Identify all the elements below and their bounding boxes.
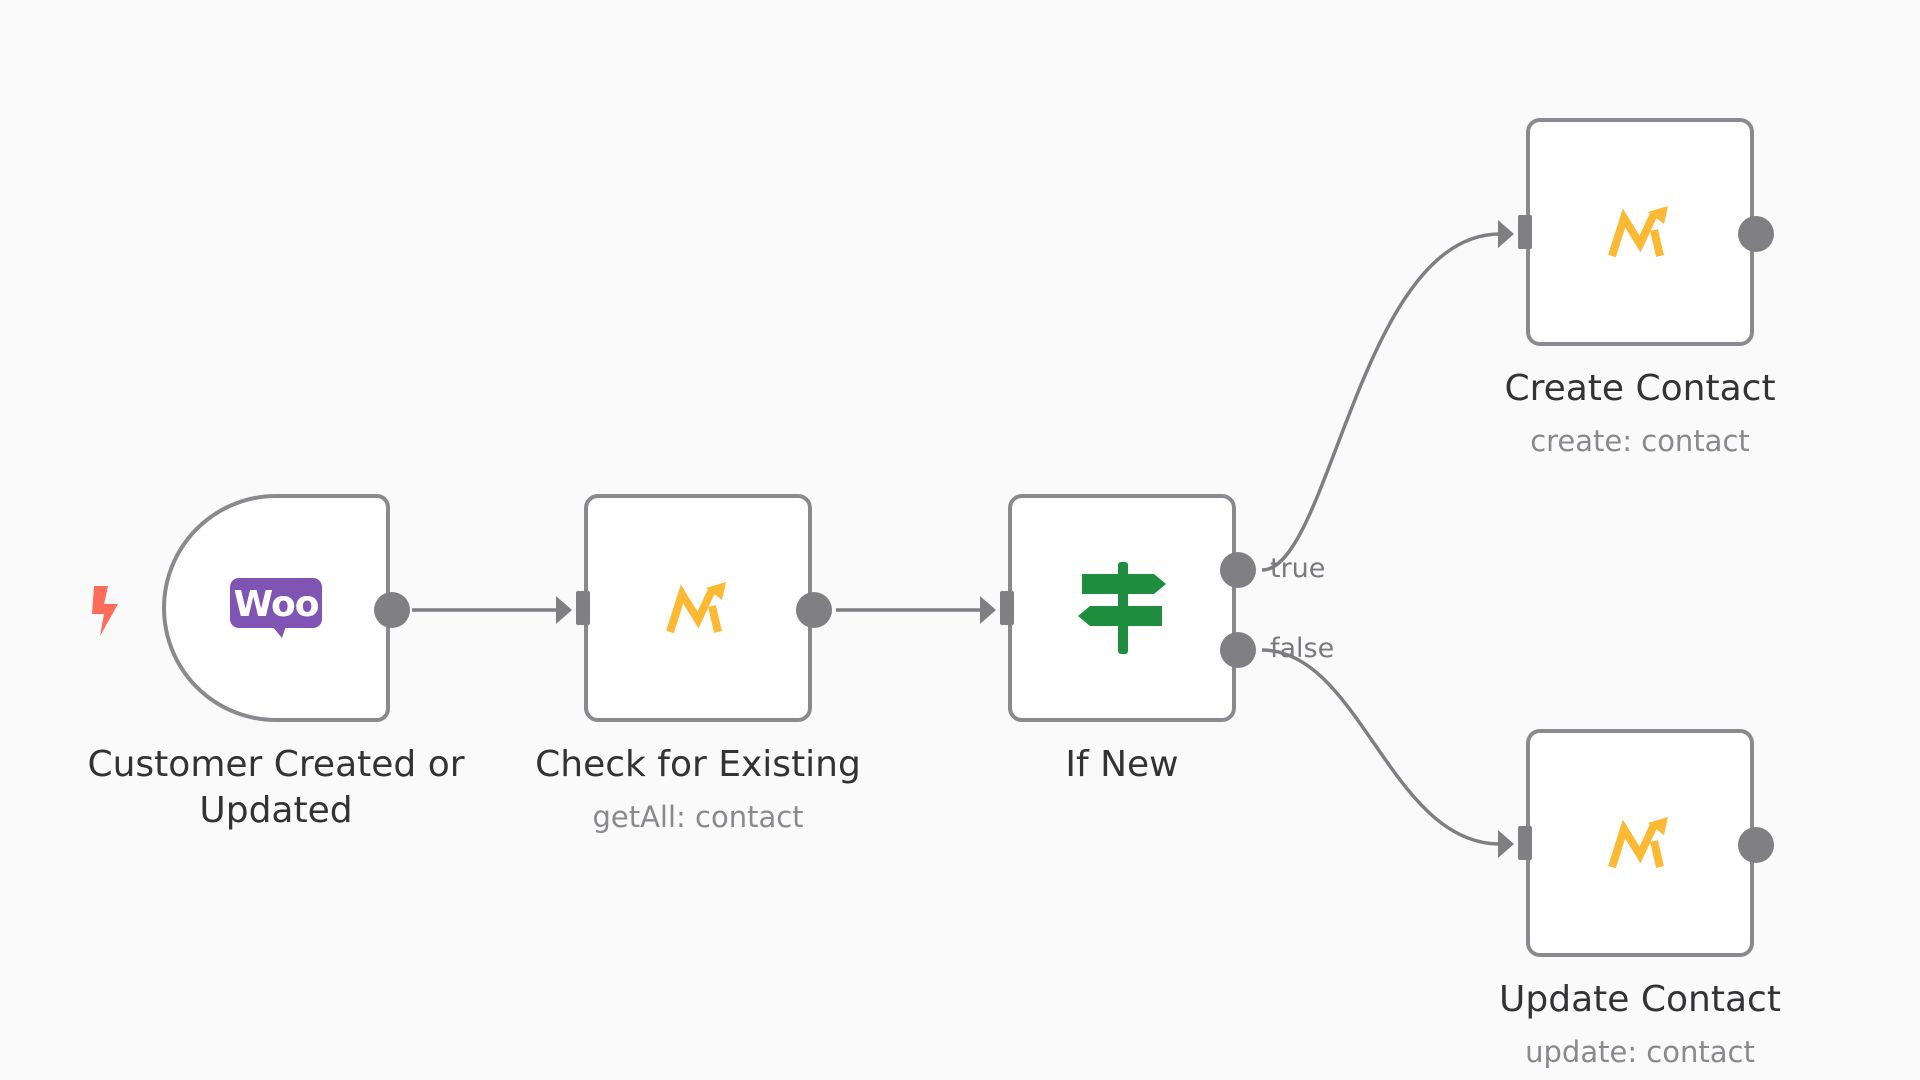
node-check-existing[interactable]: [576, 494, 832, 722]
input-port[interactable]: [1518, 215, 1532, 249]
mautic-logo: [1608, 206, 1668, 258]
node-title-create-contact: Create Contact: [1504, 368, 1776, 409]
woocommerce-logo-text: Woo: [234, 584, 319, 625]
output-port[interactable]: [796, 592, 832, 628]
node-title-customer-created: Customer Created or Updated: [87, 744, 465, 831]
input-port[interactable]: [1518, 826, 1532, 860]
node-title-update-contact: Update Contact: [1499, 979, 1781, 1020]
node-update-contact[interactable]: [1518, 729, 1774, 957]
mautic-logo: [666, 582, 726, 634]
branch-label-true: true: [1270, 553, 1326, 584]
output-port[interactable]: [1738, 216, 1774, 252]
node-title-if-new: If New: [1065, 744, 1179, 785]
output-port-false[interactable]: [1220, 632, 1256, 668]
node-title-check-existing: Check for Existing: [535, 744, 861, 785]
input-port[interactable]: [1000, 591, 1014, 625]
mautic-logo: [1608, 817, 1668, 869]
connection-true-to-create[interactable]: [1261, 232, 1501, 572]
signpost-icon: [1078, 562, 1166, 654]
output-port[interactable]: [374, 592, 410, 628]
arrow-check-input: [556, 596, 572, 624]
arrow-ifnew-input: [980, 596, 996, 624]
output-port-true[interactable]: [1220, 552, 1256, 588]
node-subtitle-create-contact: create: contact: [1530, 424, 1750, 458]
woocommerce-logo: Woo: [230, 578, 322, 638]
branch-label-false: false: [1270, 633, 1335, 664]
connection-false-to-update[interactable]: [1261, 648, 1501, 846]
input-port[interactable]: [576, 591, 590, 625]
node-create-contact[interactable]: [1518, 118, 1774, 346]
node-subtitle-update-contact: update: contact: [1525, 1035, 1755, 1069]
lightning-bolt-icon: [92, 586, 118, 636]
node-customer-created[interactable]: Woo: [162, 494, 410, 722]
arrow-update-input: [1498, 830, 1514, 858]
output-port[interactable]: [1738, 827, 1774, 863]
node-if-new[interactable]: [1000, 494, 1256, 722]
node-subtitle-check-existing: getAll: contact: [592, 800, 804, 834]
arrow-create-input: [1498, 220, 1514, 248]
